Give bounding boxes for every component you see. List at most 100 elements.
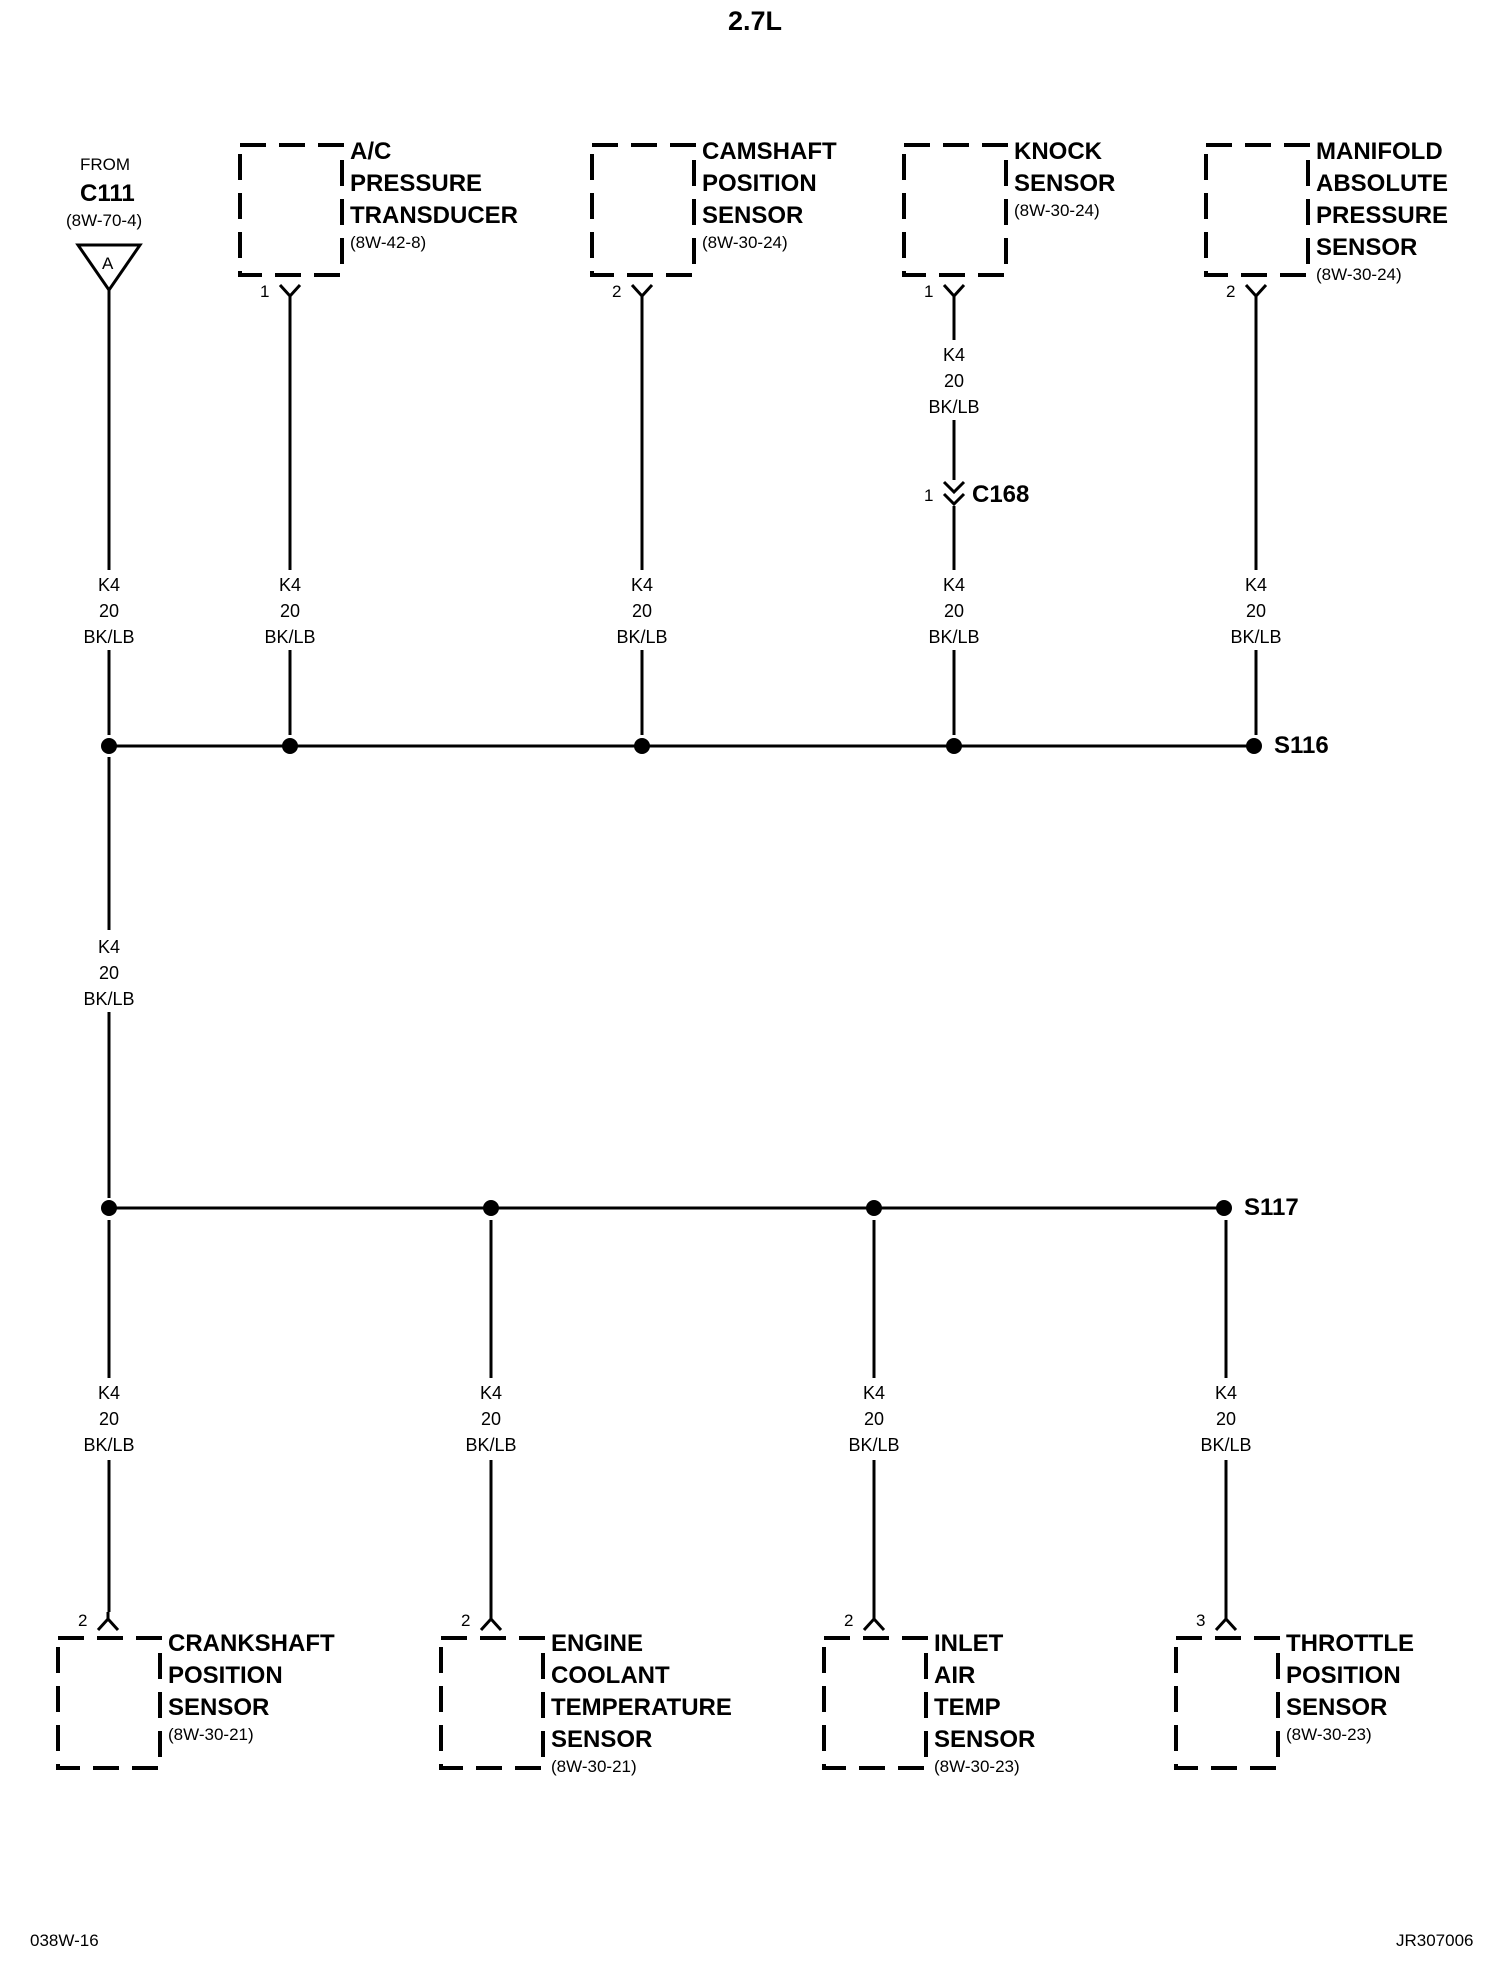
wire-label-tps: K4 20 BK/LB bbox=[1186, 1380, 1266, 1458]
pin-symbol-ac bbox=[278, 283, 302, 302]
wire-gauge: 20 bbox=[631, 601, 653, 621]
component-tps-line1: THROTTLE bbox=[1286, 1630, 1414, 1657]
source-from-label: FROM bbox=[80, 155, 131, 174]
component-tps-ref: (8W-30-23) bbox=[1286, 1725, 1372, 1744]
c168-pin: 1 bbox=[924, 486, 934, 505]
component-ect: ENGINE COOLANT TEMPERATURE SENSOR (8W-30… bbox=[551, 1630, 732, 1776]
wire-label-iat: K4 20 BK/LB bbox=[834, 1380, 914, 1458]
box-knock bbox=[902, 143, 1008, 277]
splice-s116-label: S116 bbox=[1274, 732, 1329, 759]
component-map-ref: (8W-30-24) bbox=[1316, 265, 1402, 284]
footer-right-code: JR307006 bbox=[1396, 1931, 1474, 1950]
wire-circuit: K4 bbox=[1214, 1383, 1238, 1403]
splice-dot bbox=[282, 738, 298, 754]
component-cam-line3: SENSOR bbox=[702, 202, 804, 229]
splice-dot bbox=[101, 738, 117, 754]
wire-gauge: 20 bbox=[943, 601, 965, 621]
component-crank-line2: POSITION bbox=[168, 1662, 283, 1689]
wire-circuit: K4 bbox=[97, 937, 121, 957]
component-ac-line2: PRESSURE bbox=[350, 170, 483, 197]
wire-color: BK/LB bbox=[83, 627, 135, 647]
component-ac: A/C PRESSURE TRANSDUCER (8W-42-8) bbox=[350, 140, 518, 252]
component-crank-ref: (8W-30-21) bbox=[168, 1725, 254, 1744]
component-ect-ref: (8W-30-21) bbox=[551, 1757, 637, 1776]
component-iat-line4: SENSOR bbox=[934, 1726, 1036, 1753]
source-tag: A bbox=[102, 254, 114, 273]
component-knock-line1: KNOCK bbox=[1014, 138, 1102, 165]
splice-dot bbox=[1216, 1200, 1232, 1216]
splice-s117-label: S117 bbox=[1244, 1194, 1299, 1221]
wire-label-cam: K4 20 BK/LB bbox=[602, 572, 682, 650]
wire-gauge: 20 bbox=[98, 601, 120, 621]
pin-symbol-tps bbox=[1214, 1612, 1238, 1632]
component-map: MANIFOLD ABSOLUTE PRESSURE SENSOR (8W-30… bbox=[1316, 138, 1449, 284]
box-iat bbox=[822, 1636, 928, 1770]
pin-symbol-ect bbox=[479, 1612, 503, 1632]
box-ac bbox=[238, 143, 344, 277]
box-cam bbox=[590, 143, 696, 277]
wire-gauge: 20 bbox=[279, 601, 301, 621]
splice-dot bbox=[946, 738, 962, 754]
wire-label-ect: K4 20 BK/LB bbox=[451, 1380, 531, 1458]
component-ect-line1: ENGINE bbox=[551, 1630, 644, 1657]
wire-color: BK/LB bbox=[616, 627, 668, 647]
wire-circuit: K4 bbox=[278, 575, 302, 595]
wire-color: BK/LB bbox=[465, 1435, 517, 1455]
component-ac-line3: TRANSDUCER bbox=[350, 202, 518, 229]
source-connector-triangle bbox=[75, 243, 143, 293]
component-cam: CAMSHAFT POSITION SENSOR (8W-30-24) bbox=[702, 138, 837, 252]
component-crank: CRANKSHAFT POSITION SENSOR (8W-30-21) bbox=[168, 1630, 335, 1744]
wire-gauge: 20 bbox=[1215, 1409, 1237, 1429]
wire-color: BK/LB bbox=[1200, 1435, 1252, 1455]
component-knock: KNOCK SENSOR (8W-30-24) bbox=[1014, 138, 1115, 220]
splice-dot bbox=[634, 738, 650, 754]
component-cam-line1: CAMSHAFT bbox=[702, 138, 837, 165]
component-map-line3: PRESSURE bbox=[1316, 202, 1449, 229]
component-ect-line4: SENSOR bbox=[551, 1726, 653, 1753]
wire-label-source: K4 20 BK/LB bbox=[69, 572, 149, 650]
c168-connector-symbol bbox=[942, 480, 966, 507]
pin-symbol-iat bbox=[862, 1612, 886, 1632]
wire-circuit: K4 bbox=[1244, 575, 1268, 595]
wire-gauge: 20 bbox=[943, 371, 965, 391]
component-crank-line1: CRANKSHAFT bbox=[168, 1630, 335, 1657]
component-iat: INLET AIR TEMP SENSOR (8W-30-23) bbox=[934, 1632, 1036, 1776]
wire-gauge: 20 bbox=[863, 1409, 885, 1429]
wire-label-knock: K4 20 BK/LB bbox=[914, 572, 994, 650]
pin-symbol-map bbox=[1244, 283, 1268, 302]
wire-circuit: K4 bbox=[479, 1383, 503, 1403]
pin-symbol-crank bbox=[96, 1612, 120, 1632]
wire-circuit: K4 bbox=[97, 575, 121, 595]
component-map-line1: MANIFOLD bbox=[1316, 138, 1443, 165]
component-ac-ref: (8W-42-8) bbox=[350, 233, 427, 252]
component-tps-line3: SENSOR bbox=[1286, 1694, 1388, 1721]
wire-color: BK/LB bbox=[83, 989, 135, 1009]
wire-circuit: K4 bbox=[97, 1383, 121, 1403]
wire-circuit: K4 bbox=[630, 575, 654, 595]
wire-color: BK/LB bbox=[928, 397, 980, 417]
wire-gauge: 20 bbox=[480, 1409, 502, 1429]
pin-ect: 2 bbox=[461, 1611, 471, 1630]
pin-symbol-cam bbox=[630, 283, 654, 302]
splice-dot bbox=[1246, 738, 1262, 754]
splice-dot bbox=[101, 1200, 117, 1216]
pin-ac: 1 bbox=[260, 282, 270, 301]
component-ect-line2: COOLANT bbox=[551, 1662, 670, 1689]
source-connector-name: C111 bbox=[80, 180, 135, 207]
box-crank bbox=[56, 1636, 162, 1770]
component-tps: THROTTLE POSITION SENSOR (8W-30-23) bbox=[1286, 1630, 1414, 1744]
pin-iat: 2 bbox=[844, 1611, 854, 1630]
component-map-line4: SENSOR bbox=[1316, 234, 1418, 261]
wire-label-crank: K4 20 BK/LB bbox=[69, 1380, 149, 1458]
component-iat-ref: (8W-30-23) bbox=[934, 1757, 1020, 1776]
box-ect bbox=[439, 1636, 545, 1770]
component-iat-line3: TEMP bbox=[934, 1694, 1001, 1721]
box-map bbox=[1204, 143, 1310, 277]
component-ect-line3: TEMPERATURE bbox=[551, 1694, 732, 1721]
pin-cam: 2 bbox=[612, 282, 622, 301]
source-ref: (8W-70-4) bbox=[66, 211, 143, 230]
component-crank-line3: SENSOR bbox=[168, 1694, 270, 1721]
pin-crank: 2 bbox=[78, 1611, 88, 1630]
